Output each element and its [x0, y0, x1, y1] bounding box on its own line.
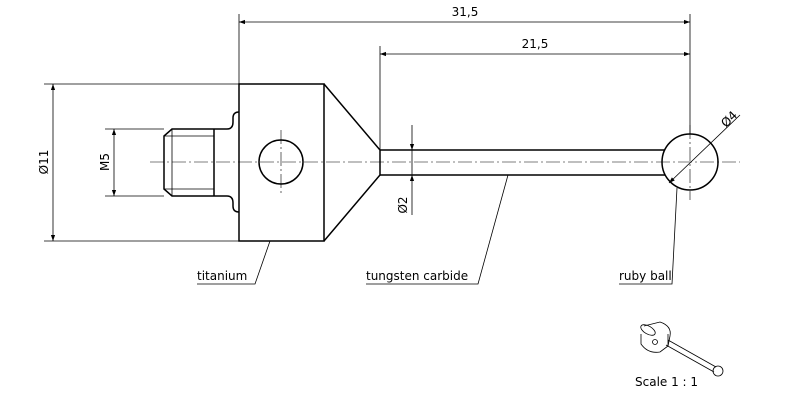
- dimension-overall-length: 31,5: [238, 5, 691, 134]
- ball-diameter-text: Ø4: [718, 108, 740, 130]
- thread-text: M5: [98, 153, 112, 171]
- tungsten-carbide-stem: [380, 149, 665, 176]
- body-diameter-text: Ø11: [37, 150, 51, 175]
- dimension-stem-diameter: Ø2: [396, 125, 415, 215]
- stylus-length-text: 21,5: [522, 37, 549, 51]
- dimension-thread: M5: [98, 128, 164, 197]
- scale-label: Scale 1 : 1: [635, 375, 698, 389]
- leader-titanium: titanium: [197, 240, 271, 285]
- thread-stub: [163, 111, 240, 213]
- leader-ruby-ball: ruby ball: [619, 187, 678, 285]
- overall-length-text: 31,5: [452, 5, 479, 19]
- leader-tungsten-carbide: tungsten carbide: [366, 174, 509, 285]
- stem-diameter-text: Ø2: [396, 196, 410, 213]
- isometric-thumbnail: [640, 321, 724, 377]
- label-ruby-ball: ruby ball: [619, 269, 672, 283]
- dimension-ball-diameter: Ø4: [668, 108, 741, 184]
- label-tungsten-carbide: tungsten carbide: [366, 269, 468, 283]
- dimension-body-diameter: Ø11: [37, 83, 239, 242]
- dimension-stylus-length: 21,5: [379, 37, 690, 150]
- label-titanium: titanium: [197, 269, 247, 283]
- titanium-body: [238, 83, 381, 242]
